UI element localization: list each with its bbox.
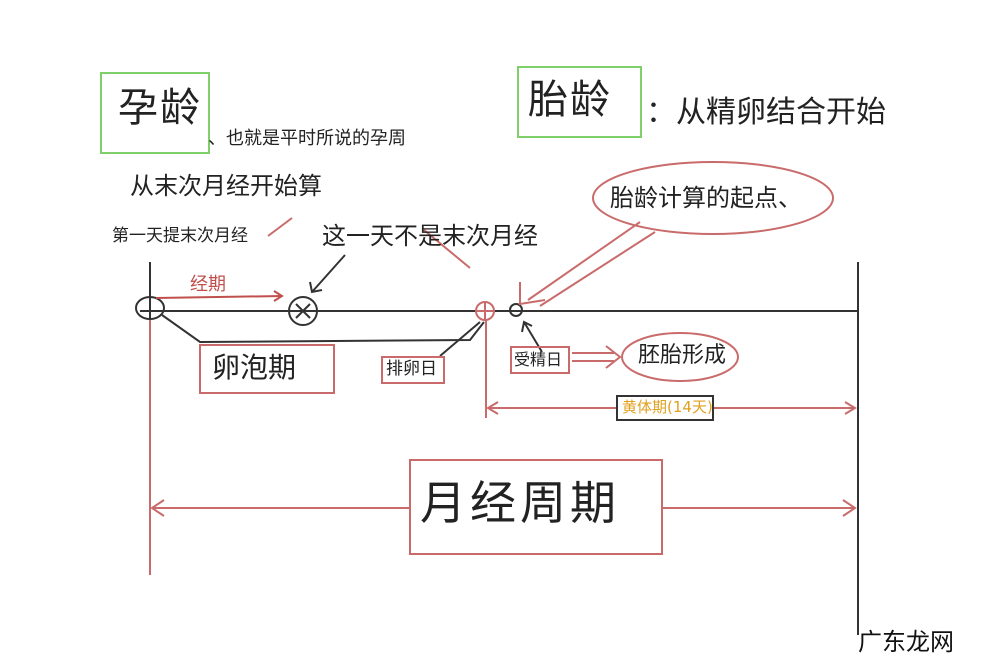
gestational-age-box [100, 72, 210, 154]
follicular-phase-box [199, 344, 335, 394]
start-point-label: 胎龄计算的起点、 [610, 184, 802, 212]
period-start-circle [135, 296, 165, 320]
embryo-ellipse [621, 332, 739, 382]
fertilization-circle [509, 303, 523, 317]
embryo-arrow [605, 345, 622, 369]
lmp-first-day-label: 第一天提末次月经 [112, 226, 248, 246]
fertilization-day-label: 受精日 [514, 350, 563, 369]
strike-mark-1 [267, 217, 293, 237]
fertilization-day-box [510, 346, 570, 374]
fetal-age-desc: ：从精卵结合开始 [646, 95, 886, 130]
ovulation-day-label: 排卵日 [386, 359, 437, 379]
luteal-phase-label: 黄体期(14天) [622, 398, 713, 416]
fetal-age-title: 胎龄 [528, 77, 612, 123]
start-point-arrow [527, 221, 656, 307]
fetal-age-box [517, 66, 642, 138]
gestational-age-desc-2: 从末次月经开始算 [130, 172, 322, 200]
not-lmp-pointer [311, 254, 346, 293]
follicular-phase-label: 卵泡期 [212, 351, 297, 384]
not-lmp-note: 这一天不是末次月经 [322, 222, 538, 250]
ovulation-pointer [439, 321, 481, 357]
period-label: 经期 [190, 274, 226, 295]
embryo-formed-label: 胚胎形成 [638, 343, 727, 368]
gestational-age-title: 孕龄 [118, 85, 202, 131]
not-lmp-x-mark [288, 296, 318, 326]
menstrual-cycle-box [409, 459, 663, 555]
gestational-age-desc-1: 、也就是平时所说的孕周 [208, 128, 406, 149]
watermark: 广东龙网 [858, 628, 954, 656]
period-arrow [155, 295, 283, 299]
luteal-phase-box [616, 395, 714, 421]
strike-mark-2 [423, 229, 471, 269]
start-point-bubble [592, 161, 834, 235]
ovulation-day-box [381, 356, 445, 384]
menstrual-cycle-label: 月经周期 [420, 476, 620, 530]
follicular-bracket [161, 314, 485, 344]
